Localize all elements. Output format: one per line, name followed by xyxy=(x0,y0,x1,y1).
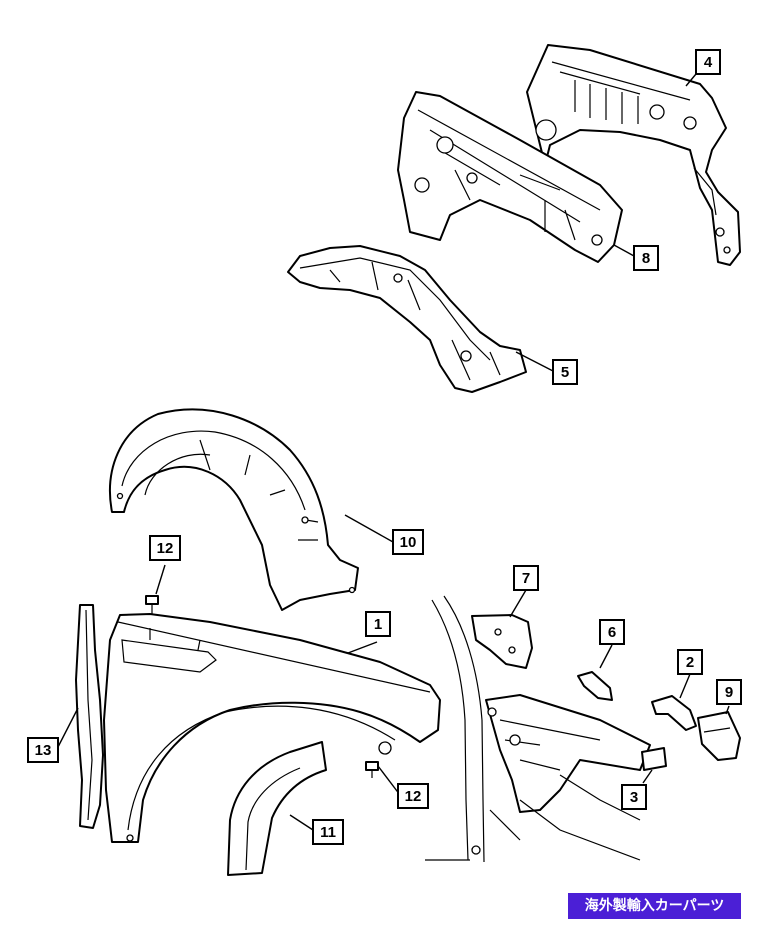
callout-11-label: 11 xyxy=(320,824,336,841)
callout-10: 10 xyxy=(392,529,424,555)
callout-9-label: 9 xyxy=(725,684,733,701)
callout-1: 1 xyxy=(365,611,391,637)
part-2-bracket xyxy=(651,695,697,731)
callout-2: 2 xyxy=(677,649,703,675)
part-1-fender xyxy=(103,613,441,843)
callout-8-label: 8 xyxy=(642,250,650,267)
callout-12-lower-label: 12 xyxy=(405,788,422,805)
part-4-inner-panel xyxy=(526,44,741,266)
part-12-bolt-lower xyxy=(365,761,379,778)
callout-6: 6 xyxy=(599,619,625,645)
watermark-badge: 海外製輸入カーパーツ xyxy=(568,893,741,919)
part-9-bracket xyxy=(697,711,741,761)
callout-8: 8 xyxy=(633,245,659,271)
callout-3-label: 3 xyxy=(630,789,638,806)
callout-11: 11 xyxy=(312,819,344,845)
callout-6-label: 6 xyxy=(608,624,616,641)
callout-10-label: 10 xyxy=(400,534,417,551)
part-12-bolt-upper xyxy=(145,595,159,614)
part-8-apron-rail xyxy=(397,91,623,263)
callout-12-lower: 12 xyxy=(397,783,429,809)
part-7-bracket xyxy=(471,614,533,669)
part-11-wheel-flare xyxy=(227,741,327,876)
callout-3: 3 xyxy=(621,784,647,810)
callout-13-label: 13 xyxy=(35,742,52,759)
callout-9: 9 xyxy=(716,679,742,705)
part-10-wheelhouse-liner xyxy=(108,408,359,611)
leader-lines xyxy=(57,73,730,831)
callout-13: 13 xyxy=(27,737,59,763)
callout-12-upper-label: 12 xyxy=(157,540,174,557)
callout-4-label: 4 xyxy=(704,54,713,71)
callout-4: 4 xyxy=(695,49,721,75)
part-13-trim-strip xyxy=(75,604,104,829)
body-structure xyxy=(425,595,651,863)
callout-5-label: 5 xyxy=(561,364,569,381)
callout-7-label: 7 xyxy=(522,570,530,587)
part-5-lower-rail xyxy=(287,245,527,393)
callout-12-upper: 12 xyxy=(149,535,181,561)
callout-1-label: 1 xyxy=(374,616,382,633)
callout-5: 5 xyxy=(552,359,578,385)
part-3-plate xyxy=(641,747,667,771)
part-6-clip xyxy=(577,671,613,701)
callout-7: 7 xyxy=(513,565,539,591)
callout-2-label: 2 xyxy=(686,654,694,671)
